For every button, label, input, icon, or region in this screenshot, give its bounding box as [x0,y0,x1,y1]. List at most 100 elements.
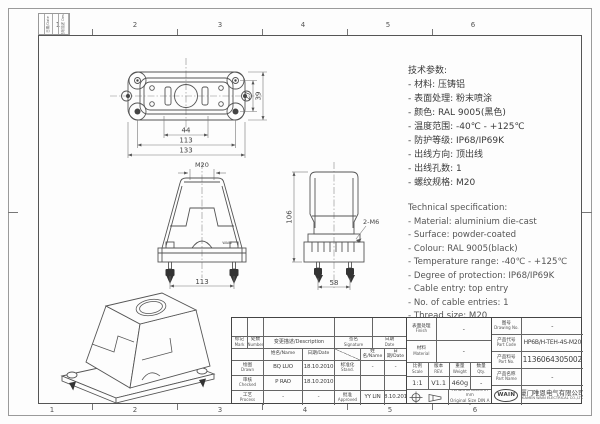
col-label-bottom: 5 [387,406,393,414]
date-subheader: 日期/Date [386,349,405,359]
dim-top-overall: 133 [179,147,192,155]
company-row: WAIN 厦门唯恩电气有限公司 XIAMEN WAIN ELECTRICAL C… [492,386,583,405]
checked-name: P RAO [264,376,303,390]
qty-value: - [479,378,483,387]
spec-cn-line: - 防护等级: IP68/IP69K [408,136,505,146]
weight-value: 460g [450,377,472,389]
col-tick [432,29,433,35]
centerlines [110,58,262,132]
scale-value: 1:1 [407,377,429,389]
spec-english: Technical specification: - Material: alu… [408,202,567,324]
front-view-drawing: M20 WAIN 113 [157,161,247,289]
dim-front-holes: 113 [195,278,208,286]
thread-size-label: M20 [195,161,209,169]
scale-value-row: 1:1 V1.1 460g - [407,377,491,390]
dimension-lines [292,171,351,290]
part-name-value: - [551,372,554,381]
stand-name: - [361,361,385,375]
dimension-note: All Dimensions in mm Original Size DIN A… [450,390,490,405]
col-tick [177,404,178,410]
leader-arrow [356,238,362,243]
col-tick [347,29,348,35]
screw-callout-label: 2-M6 [363,218,379,226]
checked-date: 18.10.2010 [303,376,335,390]
dim-top-v-inner: 27 [244,92,252,101]
corner-date-label: 日期/Date [46,15,51,33]
corner-cell [39,14,45,34]
dim-top-inner: 44 [182,127,191,135]
spec-cn-title: 技术参数: [408,66,448,76]
finish-value: - [462,324,465,333]
col-label-bottom: 6 [472,406,478,414]
top-view-drawing: 44 113 133 27 39 [110,58,267,158]
col-tick [347,404,348,410]
revision-subheader-row: 姓名/Name 日期/Date 姓名/Name 日期/Date [232,349,406,361]
side-view-drawing: 2-M6 106 58 [286,162,379,290]
approved-date: 18.10.2010 [385,394,406,401]
spec-en-line: - Surface: powder-coated [408,230,517,240]
description-header: 变更描述/Description [264,337,335,348]
spec-cn-line: - 螺纹规格: M20 [408,178,476,188]
brand-mark: WAIN [222,241,232,245]
spec-en-line: - Material: aluminium die-cast [408,216,537,227]
col-tick [92,29,93,35]
rev-value: V1.1 [429,377,450,389]
corner-revision-strip: 日期/Date 更改描述 Des. [38,13,70,35]
dim-side-height: 106 [286,210,294,224]
corner-cell [53,14,60,34]
col-label-top: 1 [55,21,61,29]
company-name: 厦门唯恩电气有限公司 XIAMEN WAIN ELECTRICAL CO.,LT… [521,389,583,400]
col-label-bottom: 4 [302,406,308,414]
spec-cn-line: - 温度范围: -40℃ - +125℃ [408,122,525,132]
process-name: - [264,391,303,405]
diagonal-cell [335,349,361,360]
approved-name: YY LIN [361,391,385,405]
projection-note-row: All Dimensions in mm Original Size DIN A… [407,390,491,405]
corner-cell: 更改描述 Des. [59,14,69,34]
dim-top-v-outer: 39 [255,92,263,101]
drawn-name: BQ LUO [264,361,303,375]
date-subheader: 日期/Date [303,349,335,360]
col-label-bottom: 2 [132,406,138,414]
centering-mark-right [582,212,592,213]
wain-logo: WAIN [494,389,519,402]
first-angle-projection-icon [409,391,442,404]
col-label-top: 4 [300,21,306,29]
corner-cell: 日期/Date [45,14,54,34]
company-logo: WAIN [492,386,522,405]
spec-en-line: - Cable entry: top entry [408,284,509,294]
dim-side-width: 58 [330,279,339,287]
col-label-top: 3 [217,21,223,29]
drawn-date: 18.10.2010 [303,361,335,375]
spec-chinese: 技术参数: - 材料: 压铸铝 - 表面处理: 粉末喷涂 - 颜色: RAL 9… [408,64,525,190]
dimension-lines [127,71,267,158]
col-tick [262,404,263,410]
col-tick [432,404,433,410]
